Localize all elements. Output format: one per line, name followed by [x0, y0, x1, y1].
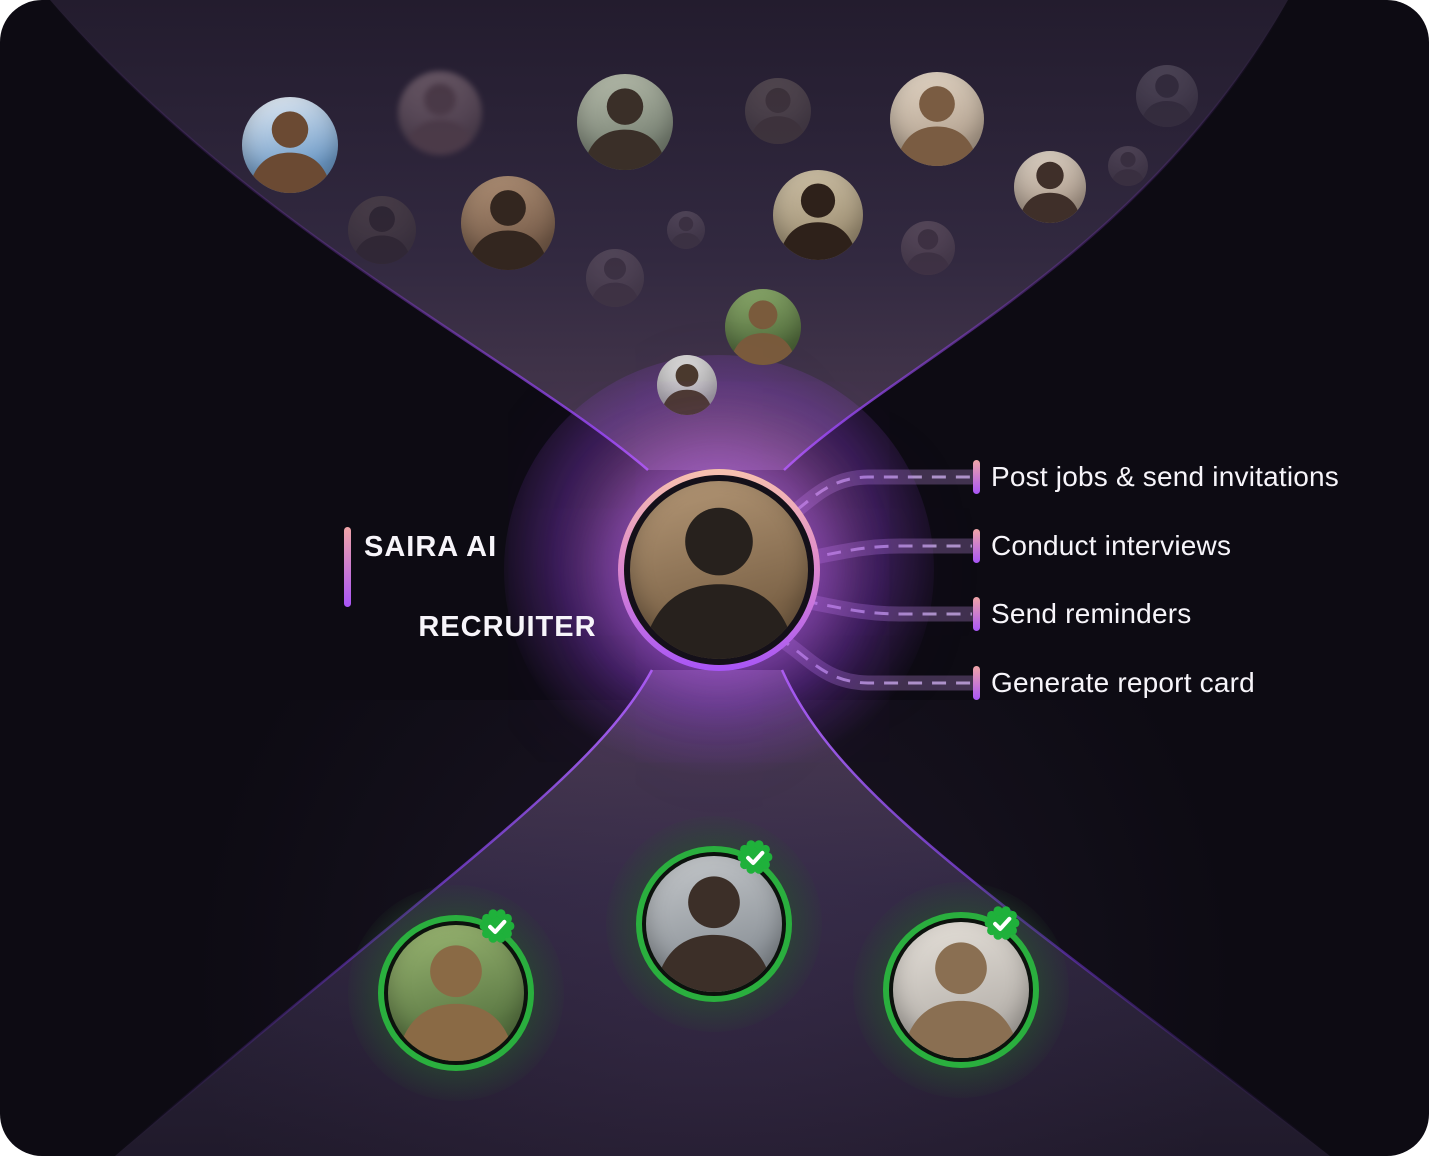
selected-candidate-glasses-man	[606, 816, 822, 1032]
person-silhouette-icon	[583, 88, 667, 170]
check-icon	[746, 850, 765, 865]
feature-generate-report: Generate report card	[973, 663, 1255, 703]
pool-avatar-trees-woman	[725, 289, 801, 365]
green-ring	[883, 912, 1039, 1068]
recruiter-avatar	[630, 481, 808, 659]
pool-avatar-faded-blonde-woman	[745, 78, 811, 144]
feature-accent-bar	[973, 666, 980, 700]
pool-avatar-black-man	[773, 170, 863, 260]
feature-accent-bar	[973, 597, 980, 631]
selected-candidate-park-woman	[348, 885, 564, 1101]
feature-label: Generate report card	[991, 667, 1255, 698]
pool-avatar-small-cartoon-woman	[667, 211, 705, 249]
brand-title: SAIRA AI RECRUITER	[364, 527, 597, 647]
person-silhouette-icon	[641, 507, 797, 659]
person-silhouette-icon	[1110, 152, 1146, 186]
brand-accent-bar	[344, 527, 351, 607]
check-icon	[993, 916, 1012, 931]
feature-label: Conduct interviews	[991, 530, 1232, 561]
pool-avatar-cartoon-woman	[1108, 146, 1148, 186]
feature-post-jobs: Post jobs & send invitations	[973, 457, 1339, 497]
brand-line2: RECRUITER	[418, 611, 597, 643]
person-silhouette-icon	[896, 86, 978, 166]
brand-line1: SAIRA AI	[364, 531, 498, 563]
recruiter-ring	[618, 469, 820, 671]
check-icon	[488, 919, 507, 934]
person-silhouette-icon	[1140, 74, 1194, 127]
green-ring	[378, 915, 534, 1071]
person-silhouette-icon	[730, 300, 796, 365]
feature-accent-bar	[973, 460, 980, 494]
person-silhouette-icon	[655, 876, 773, 992]
person-silhouette-icon	[1018, 161, 1082, 223]
selected-candidate-studio-woman	[853, 882, 1069, 1098]
pool-avatar-blurred-person	[398, 71, 482, 155]
verified-badge	[984, 906, 1020, 940]
pool-avatar-doctor-man	[657, 355, 717, 415]
person-silhouette-icon	[352, 206, 412, 264]
pool-avatar-bearded-man	[348, 196, 416, 264]
person-silhouette-icon	[669, 216, 703, 249]
pool-avatar-dark-wavy-woman	[1014, 151, 1086, 223]
pool-avatar-mountain-woman	[242, 97, 338, 193]
brand-label: SAIRA AI RECRUITER	[344, 527, 597, 647]
green-ring	[636, 846, 792, 1002]
feature-label: Send reminders	[991, 598, 1192, 629]
person-silhouette-icon	[397, 945, 515, 1061]
pool-avatar-cartoon-boy	[1136, 65, 1198, 127]
verified-badge	[479, 909, 515, 943]
person-silhouette-icon	[248, 111, 332, 193]
feature-conduct-interviews: Conduct interviews	[973, 526, 1231, 566]
feature-accent-bar	[973, 529, 980, 563]
feature-label: Post jobs & send invitations	[991, 461, 1340, 492]
person-silhouette-icon	[467, 190, 549, 270]
candidate-avatar	[646, 856, 782, 992]
pool-avatar-light-top-woman	[890, 72, 984, 166]
pool-avatar-glasses-scarf-man	[577, 74, 673, 170]
verified-badge	[737, 840, 773, 874]
pool-avatar-cartoon-girl	[586, 249, 644, 307]
person-silhouette-icon	[403, 83, 477, 155]
recruiter-inner	[624, 475, 814, 665]
person-silhouette-icon	[749, 87, 807, 144]
person-silhouette-icon	[904, 229, 952, 275]
feature-send-reminders: Send reminders	[973, 594, 1191, 634]
pool-avatar-pink-cartoon-girl	[901, 221, 955, 275]
candidate-avatar	[388, 925, 524, 1061]
candidate-avatar	[893, 922, 1029, 1058]
person-silhouette-icon	[589, 257, 641, 307]
person-silhouette-icon	[902, 942, 1020, 1058]
pool-avatar-asian-woman	[461, 176, 555, 270]
person-silhouette-icon	[779, 183, 857, 260]
person-silhouette-icon	[661, 364, 713, 415]
